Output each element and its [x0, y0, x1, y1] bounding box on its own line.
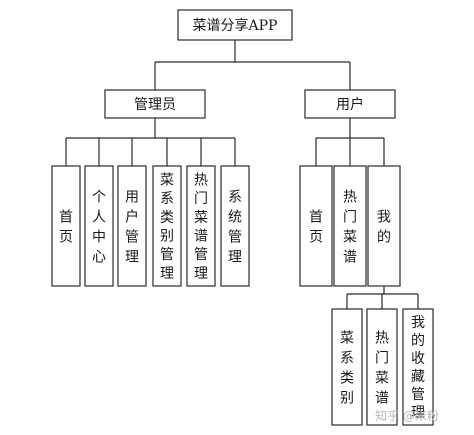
- node-admin-cuisine-category-management-label: 菜系类别管理: [160, 173, 174, 282]
- node-admin-system-management: 系统管理: [220, 165, 250, 287]
- node-user-hot-recipes: 热门菜谱: [333, 165, 367, 287]
- node-admin-cuisine-category-management: 菜系类别管理: [152, 165, 182, 287]
- node-mine-cuisine-category: 菜系类别: [331, 308, 363, 426]
- node-user-home-label: 首页: [309, 210, 323, 246]
- node-mine-hot-recipes: 热门菜谱: [366, 308, 398, 426]
- node-group-admin-label: 管理员: [134, 97, 176, 113]
- node-admin-hot-recipe-management: 热门菜谱管理: [186, 165, 216, 287]
- node-admin-home: 首页: [51, 165, 81, 287]
- node-mine-cuisine-category-label: 菜系类别: [340, 331, 354, 407]
- node-admin-user-management-label: 用户管理: [125, 190, 139, 266]
- node-mine-favorites-management-label: 我的收藏管理: [411, 315, 425, 421]
- node-admin-personal-center: 个人中心: [84, 165, 114, 287]
- node-group-user: 用户: [304, 89, 396, 119]
- node-admin-personal-center-label: 个人中心: [92, 190, 106, 266]
- node-mine-favorites-management: 我的收藏管理: [402, 308, 434, 426]
- node-admin-hot-recipe-management-label: 热门菜谱管理: [194, 173, 208, 282]
- node-admin-system-management-label: 系统管理: [228, 190, 242, 266]
- watermark: 知乎 @米粉: [375, 409, 439, 423]
- diagram-connectors: [65, 40, 419, 309]
- node-user-home: 首页: [299, 165, 333, 287]
- node-mine-hot-recipes-label: 热门菜谱: [375, 331, 389, 407]
- node-user-mine-label: 我的: [377, 210, 391, 246]
- node-user-hot-recipes-label: 热门菜谱: [343, 190, 357, 266]
- node-root: 菜谱分享APP: [177, 9, 293, 41]
- node-group-user-label: 用户: [336, 96, 364, 113]
- node-user-mine: 我的: [367, 165, 401, 287]
- node-admin-home-label: 首页: [59, 210, 73, 246]
- node-group-admin: 管理员: [104, 89, 206, 119]
- node-admin-user-management: 用户管理: [117, 165, 147, 287]
- node-root-label: 菜谱分享APP: [193, 17, 278, 34]
